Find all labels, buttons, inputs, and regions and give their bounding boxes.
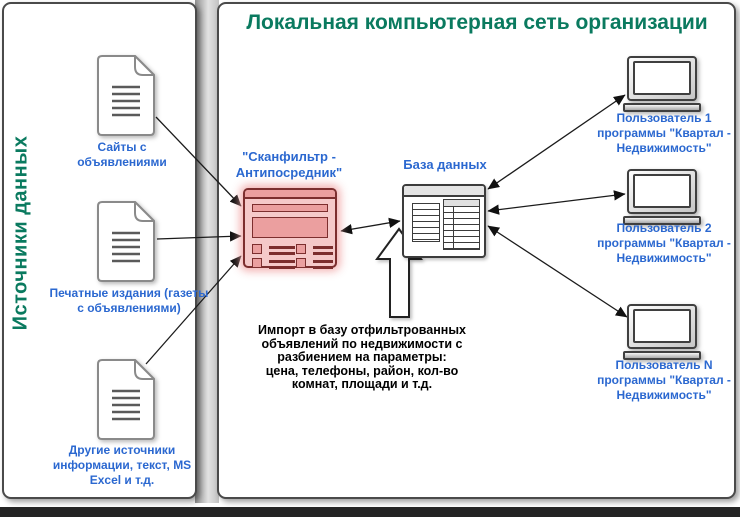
app-window-icon [243, 188, 337, 269]
app-text-line [313, 260, 333, 263]
database-grid-rows [444, 207, 479, 249]
app-titlebar [245, 190, 335, 199]
app-text-line [313, 252, 333, 255]
data-sources-vertical-title: Источники данных [9, 135, 32, 331]
network-panel-title: Локальная компьютерная сеть организации [246, 11, 708, 34]
app-content-area [252, 217, 328, 238]
monitor-base [623, 216, 701, 225]
app-label: "Сканфильтр - Антипосредник" [235, 149, 343, 180]
monitor [627, 304, 697, 349]
monitor-base [623, 351, 701, 360]
app-text-line [269, 252, 295, 255]
database-label: База данных [403, 157, 487, 172]
source-websites-label: Сайты с объявлениями [77, 140, 167, 169]
source-other-label: Другие источники информации, текст, MS E… [52, 443, 192, 487]
app-text-line [269, 246, 295, 249]
database-grid-divider [453, 206, 454, 249]
monitor-screen [633, 61, 691, 95]
bottom-bar [0, 507, 740, 517]
app-checkbox [252, 244, 262, 254]
app-checkbox [252, 258, 262, 268]
computer-icon [623, 304, 701, 360]
app-text-line [269, 260, 295, 263]
document-icon [95, 200, 157, 284]
database-grid-table [443, 199, 480, 250]
monitor [627, 56, 697, 101]
app-checkbox [296, 258, 306, 268]
app-checkbox [296, 244, 306, 254]
app-toolbar [252, 204, 328, 212]
user2-label: Пользователь 2 программы "Квартал - Недв… [597, 221, 731, 265]
user1-label: Пользователь 1 программы "Квартал - Недв… [597, 111, 731, 155]
computer-icon [623, 169, 701, 225]
database-table-icon [402, 184, 486, 258]
source-print-label: Печатные издания (газеты с объявлениями) [49, 286, 209, 315]
document-icon [95, 54, 157, 138]
database-header [404, 186, 484, 197]
panel-divider [195, 0, 219, 503]
app-text-line [313, 246, 333, 249]
monitor-screen [633, 174, 691, 208]
computer-icon [623, 56, 701, 112]
monitor [627, 169, 697, 214]
app-text-line [313, 266, 333, 269]
monitor-screen [633, 309, 691, 343]
database-small-table [412, 203, 440, 242]
app-text-line [269, 266, 295, 269]
database-grid-header [444, 200, 479, 207]
userN-label: Пользователь N программы "Квартал - Недв… [597, 358, 731, 402]
document-icon [95, 358, 157, 442]
import-note: Импорт в базу отфильтрованных объявлений… [258, 323, 466, 391]
